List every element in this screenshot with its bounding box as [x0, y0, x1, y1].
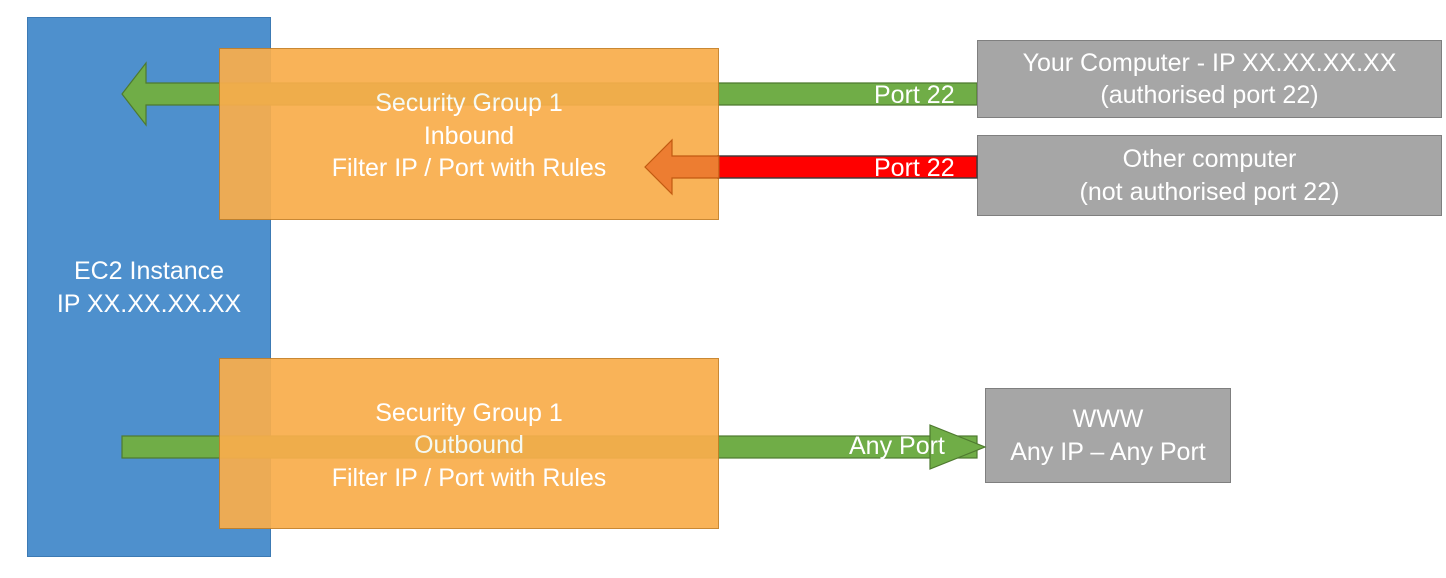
port-label-allowed-outbound: Any Port [849, 432, 945, 460]
security-group-inbound-box[interactable]: Security Group 1 Inbound Filter IP / Por… [219, 48, 719, 220]
security-group-outbound-label: Security Group 1 Outbound Filter IP / Po… [331, 398, 607, 492]
port-label-blocked-inbound: Port 22 [874, 154, 955, 182]
endpoint-other-computer-label: Other computer (not authorised port 22) [1079, 145, 1340, 206]
blocked-inbound-arrow [644, 138, 720, 196]
endpoint-your-computer-label: Your Computer - IP XX.XX.XX.XX (authoris… [1022, 48, 1397, 110]
endpoint-www-label: WWW Any IP – Any Port [1010, 405, 1206, 466]
ec2-instance-label: EC2 Instance IP XX.XX.XX.XX [56, 257, 242, 318]
allowed-outbound-arrowhead [929, 424, 987, 470]
endpoint-your-computer-box[interactable]: Your Computer - IP XX.XX.XX.XX (authoris… [977, 40, 1442, 118]
endpoint-www-box[interactable]: WWW Any IP – Any Port [985, 388, 1231, 483]
security-group-outbound-box[interactable]: Security Group 1 Outbound Filter IP / Po… [219, 358, 719, 529]
port-label-allowed-inbound: Port 22 [874, 81, 955, 109]
security-group-inbound-label: Security Group 1 Inbound Filter IP / Por… [331, 89, 607, 183]
endpoint-other-computer-box[interactable]: Other computer (not authorised port 22) [977, 135, 1442, 216]
